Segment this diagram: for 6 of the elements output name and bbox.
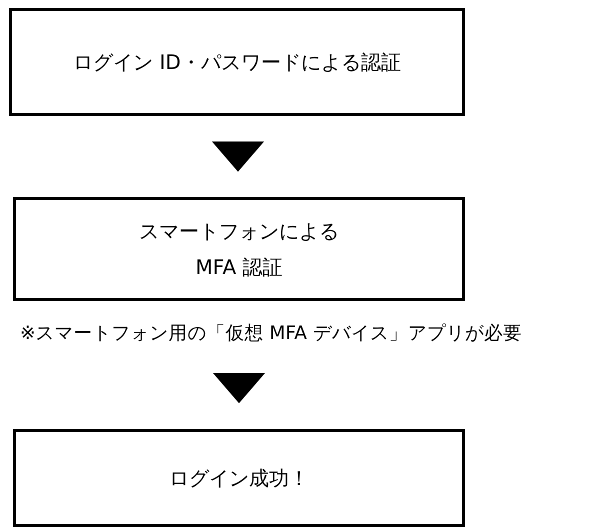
process-box: ログイン成功！ bbox=[13, 429, 465, 527]
process-box: スマートフォンによる MFA 認証 bbox=[13, 197, 465, 301]
note-text: ※スマートフォン用の「仮想 MFA デバイス」アプリが必要 bbox=[20, 322, 522, 345]
process-box: ログイン ID・パスワードによる認証 bbox=[9, 8, 465, 116]
arrow-triangle bbox=[212, 142, 264, 172]
arrow-triangle bbox=[212, 373, 266, 404]
